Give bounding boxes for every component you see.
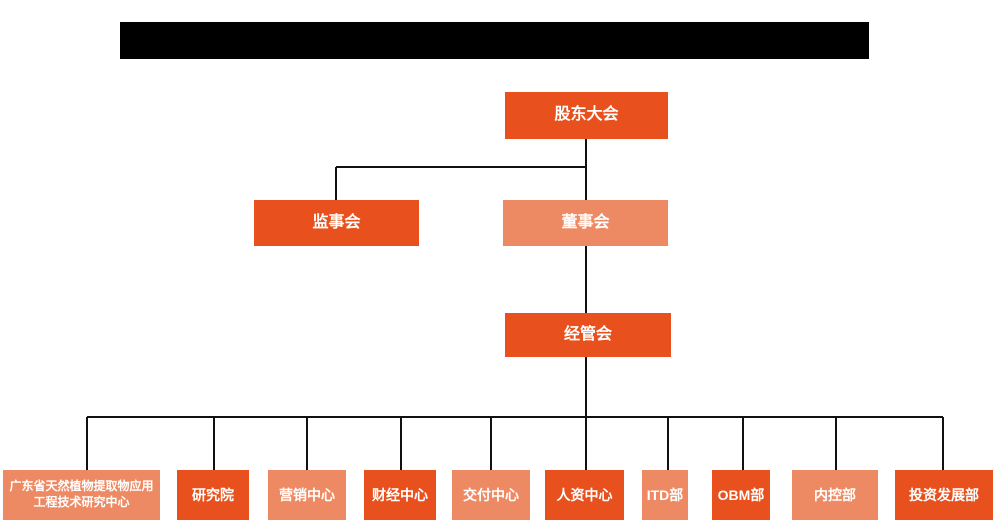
org-node-board-of-directors: 董事会 bbox=[503, 200, 668, 246]
org-node-internal-control-department: 内控部 bbox=[792, 470, 878, 520]
org-node-finance-center: 财经中心 bbox=[364, 470, 436, 520]
org-node-research-center: 广东省天然植物提取物应用工程技术研究中心 bbox=[3, 470, 160, 520]
org-node-obm-department: OBM部 bbox=[712, 470, 770, 520]
org-node-delivery-center: 交付中心 bbox=[452, 470, 530, 520]
org-node-marketing-center: 营销中心 bbox=[268, 470, 346, 520]
org-node-itd-department: ITD部 bbox=[642, 470, 688, 520]
org-node-supervisory-board: 监事会 bbox=[254, 200, 419, 246]
redacted-title-bar bbox=[120, 22, 869, 59]
org-node-research-institute: 研究院 bbox=[177, 470, 249, 520]
org-node-investment-development-department: 投资发展部 bbox=[895, 470, 993, 520]
org-node-shareholders-meeting: 股东大会 bbox=[505, 92, 668, 139]
org-node-hr-center: 人资中心 bbox=[545, 470, 624, 520]
org-node-management-committee: 经管会 bbox=[505, 313, 671, 357]
